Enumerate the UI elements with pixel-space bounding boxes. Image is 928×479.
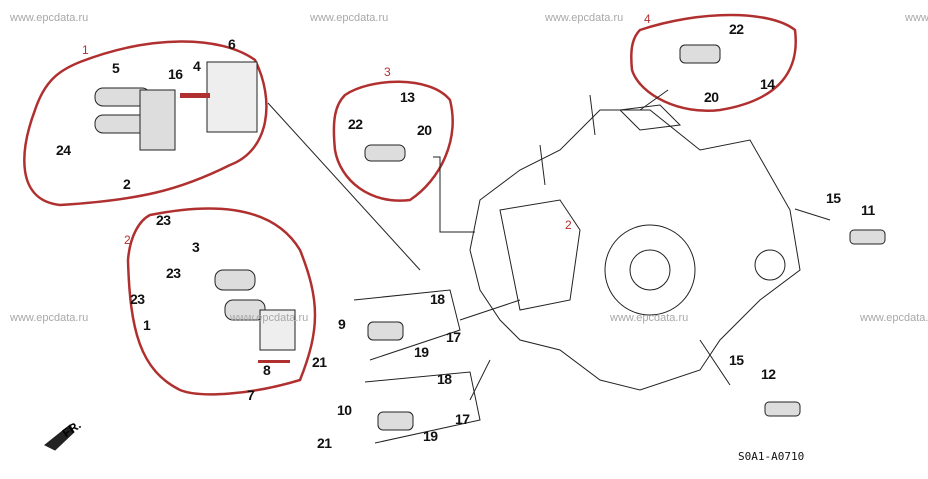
part-callout[interactable]: 3 <box>192 239 200 255</box>
part-callout[interactable]: 2 <box>123 176 131 192</box>
part-callout[interactable]: 6 <box>228 36 236 52</box>
part-callout[interactable]: 23 <box>156 212 171 228</box>
watermark: www.epcdata.ru <box>905 12 928 24</box>
part-callout[interactable]: 13 <box>400 89 415 105</box>
highlight-circles <box>23 13 797 396</box>
watermark: www.epcdata.ru <box>10 12 89 24</box>
part-callout[interactable]: 18 <box>437 371 452 387</box>
part-callout[interactable]: 9 <box>338 316 346 332</box>
watermark: www.epcdata.ru <box>10 312 89 324</box>
part-callout[interactable]: 16 <box>168 66 183 82</box>
group-2-outline <box>126 207 317 396</box>
part-callout[interactable]: 5 <box>112 60 120 76</box>
part-callout[interactable]: 23 <box>166 265 181 281</box>
part-callout[interactable]: 14 <box>760 76 775 92</box>
part-callout[interactable]: 11 <box>861 202 875 218</box>
part-shapes <box>44 44 886 451</box>
part-callout[interactable]: 23 <box>130 291 145 307</box>
group-4-outline <box>630 13 797 113</box>
part-callout[interactable]: 12 <box>761 366 776 382</box>
watermark: www.epcdata.ru <box>310 12 389 24</box>
part-callout[interactable]: 17 <box>446 329 461 345</box>
part-callout[interactable]: 15 <box>729 352 744 368</box>
watermark: www.epcdata.ru <box>230 312 309 324</box>
part-callout[interactable]: 19 <box>414 344 429 360</box>
part-callout[interactable]: 18 <box>430 291 445 307</box>
watermark: www.epcdata.ru <box>545 12 624 24</box>
part-callout[interactable]: 10 <box>337 402 352 418</box>
part-callout[interactable]: 24 <box>56 142 71 158</box>
diagram-code: S0A1-A0710 <box>738 450 805 463</box>
part-callout[interactable]: 15 <box>826 190 841 206</box>
part-callout[interactable]: 22 <box>348 116 363 132</box>
group-3-outline <box>332 80 454 202</box>
part-callout[interactable]: 21 <box>317 435 332 451</box>
part-callout[interactable]: 20 <box>417 122 432 138</box>
part-callout[interactable]: 1 <box>143 317 151 333</box>
part-callout[interactable]: 22 <box>729 21 744 37</box>
transmission-housing <box>469 94 801 391</box>
group-marker: 1 <box>82 43 89 57</box>
group-1-outline <box>23 40 268 207</box>
watermark: www.epcdata.ru <box>860 312 928 324</box>
watermark: www.epcdata.ru <box>610 312 689 324</box>
group-marker: 3 <box>384 65 391 79</box>
part-callout[interactable]: 7 <box>247 387 255 403</box>
part-callout[interactable]: 4 <box>193 58 201 74</box>
part-callout[interactable]: 20 <box>704 89 719 105</box>
group-marker: 2 <box>565 218 572 232</box>
part-callout[interactable]: 8 <box>263 362 271 378</box>
leader-lines <box>267 89 831 444</box>
group-marker: 4 <box>644 12 651 26</box>
part-callout[interactable]: 17 <box>455 411 470 427</box>
part-callout[interactable]: 21 <box>312 354 327 370</box>
group-marker: 2 <box>124 233 131 247</box>
part-callout[interactable]: 19 <box>423 428 438 444</box>
